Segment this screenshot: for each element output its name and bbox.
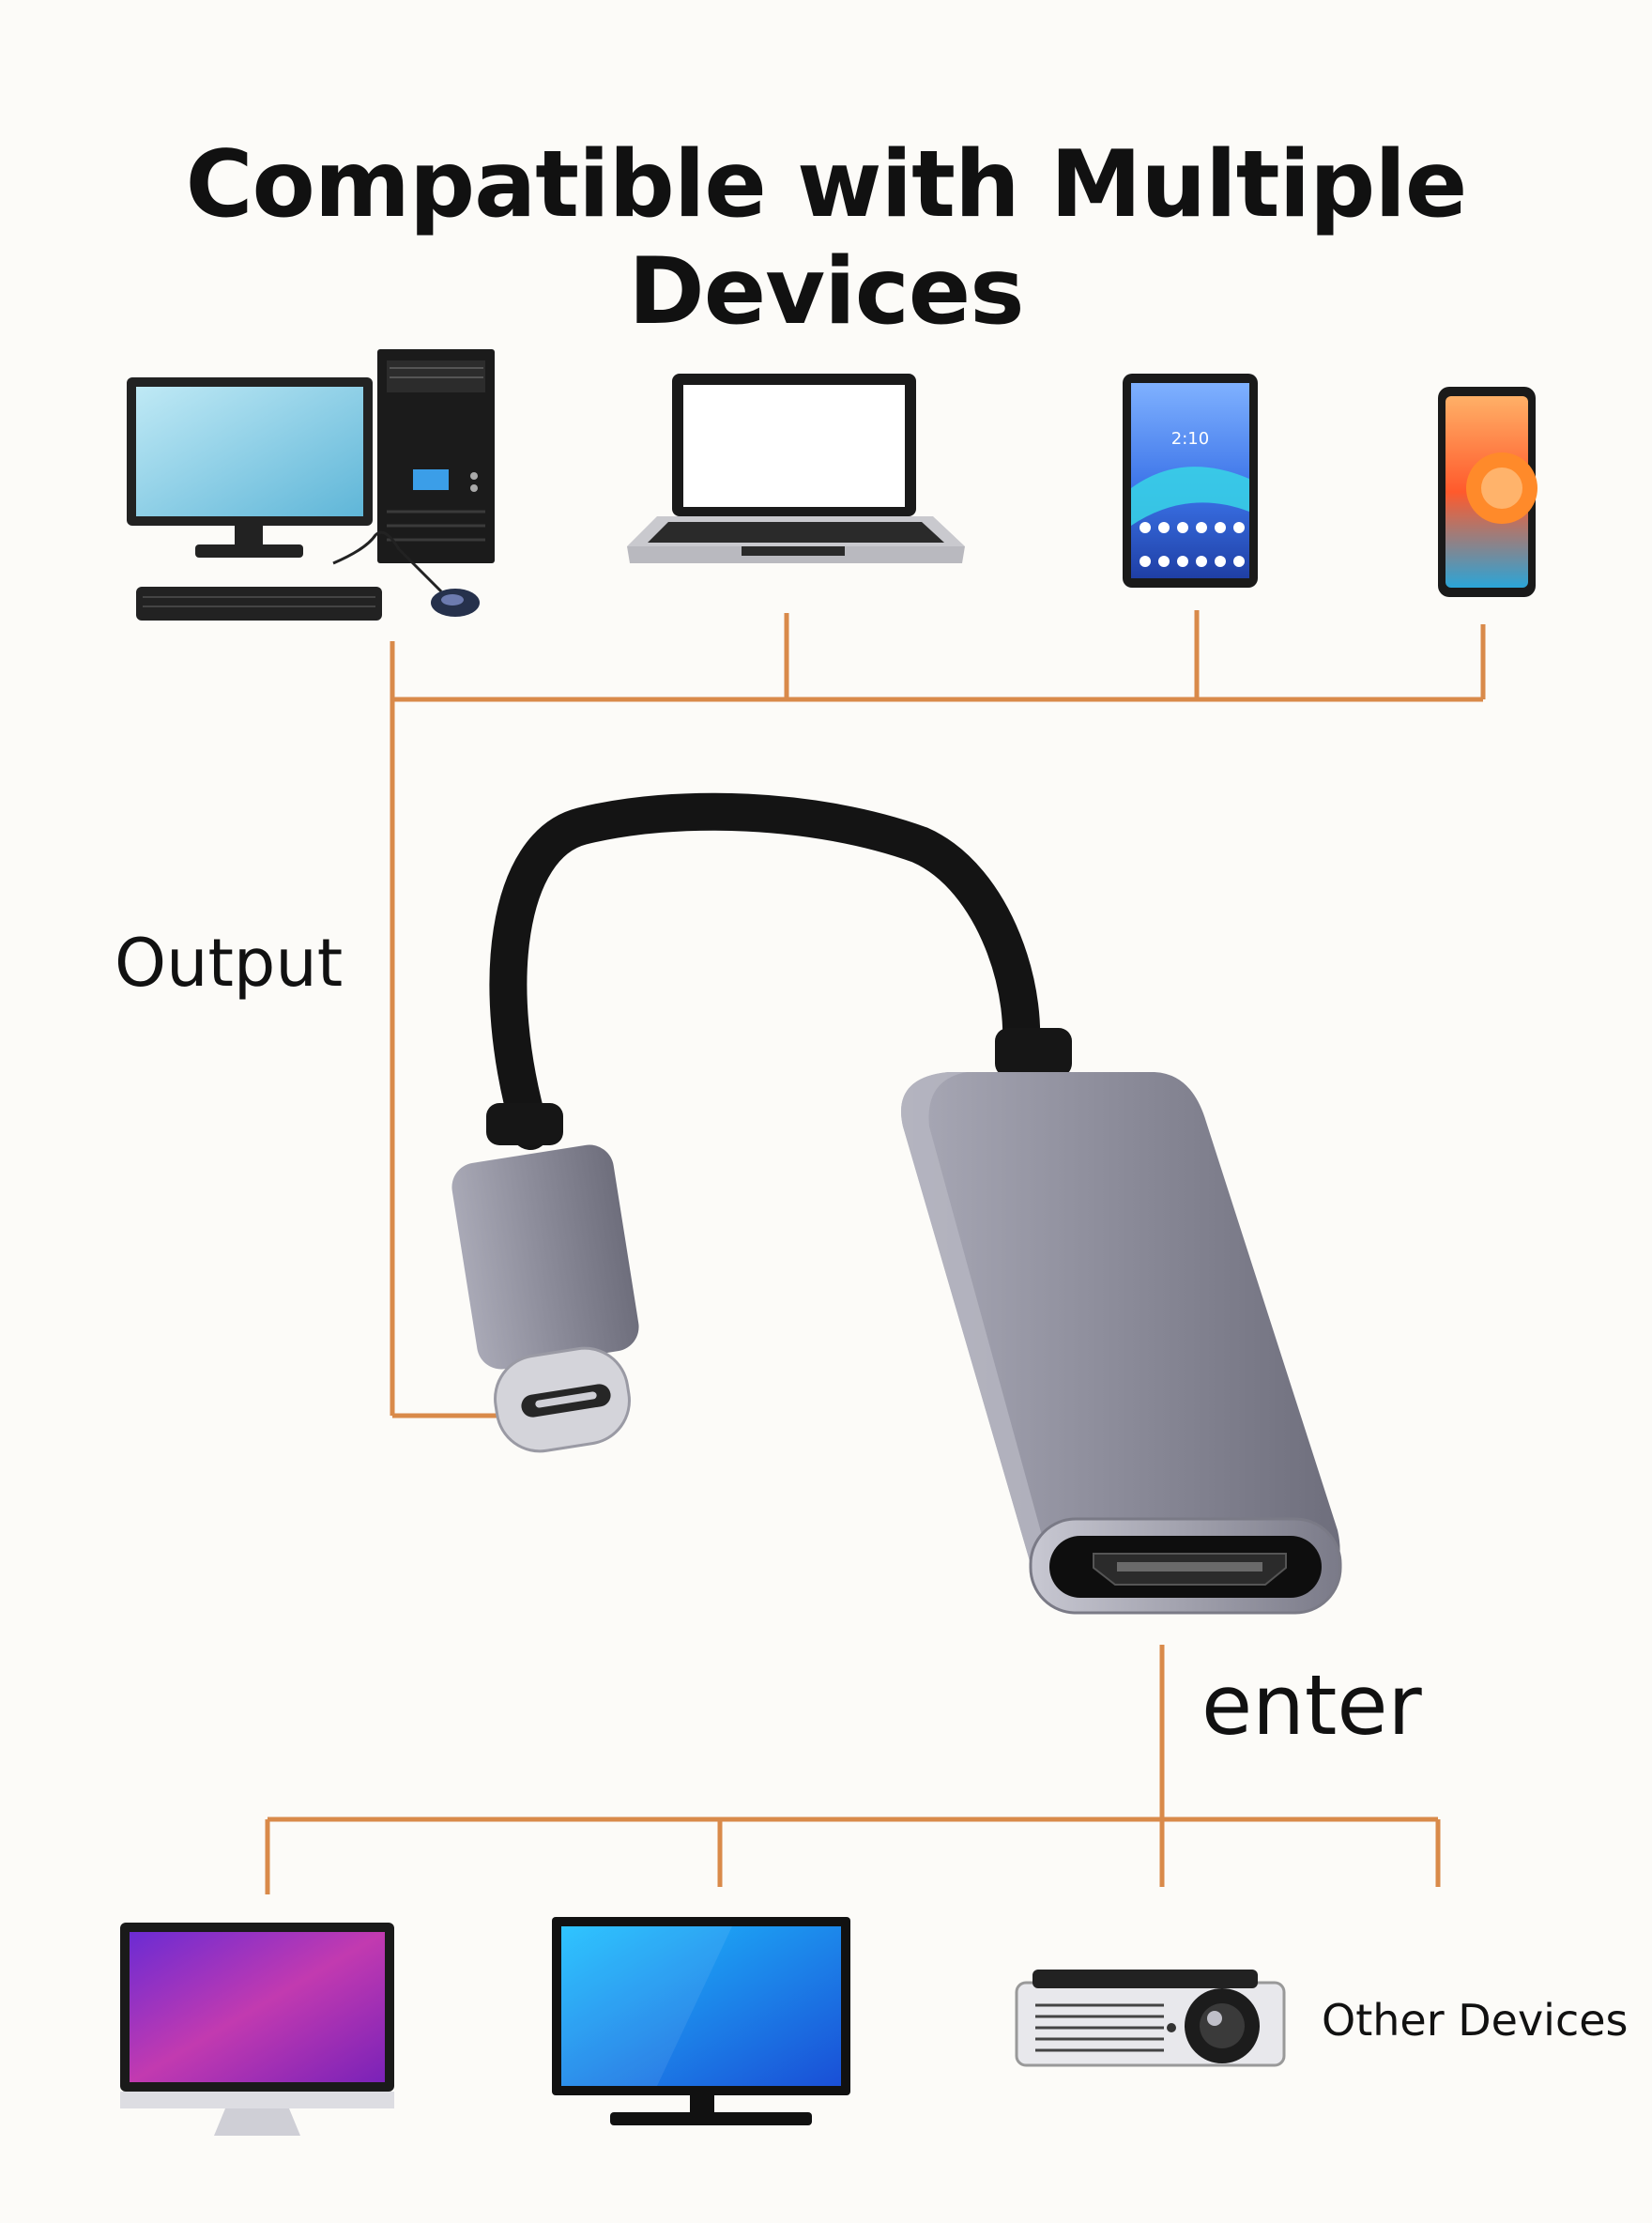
usb-c-plug-icon: [451, 1144, 639, 1453]
tablet-icon: 2:10: [1123, 374, 1258, 588]
desktop-computer-icon: [127, 349, 495, 621]
connector-lines: [265, 610, 1486, 1894]
output-label: Output: [115, 925, 344, 1002]
phone-icon: [1438, 387, 1537, 597]
tv-monitor-icon: [552, 1917, 850, 2125]
hdmi-adapter-body: [901, 1072, 1342, 1615]
laptop-icon: [627, 374, 965, 563]
tablet-clock: 2:10: [1171, 429, 1209, 449]
imac-monitor-icon: [120, 1923, 394, 2136]
page-title: Compatible with Multiple Devices: [185, 131, 1468, 345]
projector-icon: [1015, 1970, 1286, 2067]
input-label: enter: [1201, 1657, 1422, 1754]
adapter-cable: [486, 792, 1072, 1150]
other-devices-label: Other Devices: [1322, 1995, 1629, 2046]
